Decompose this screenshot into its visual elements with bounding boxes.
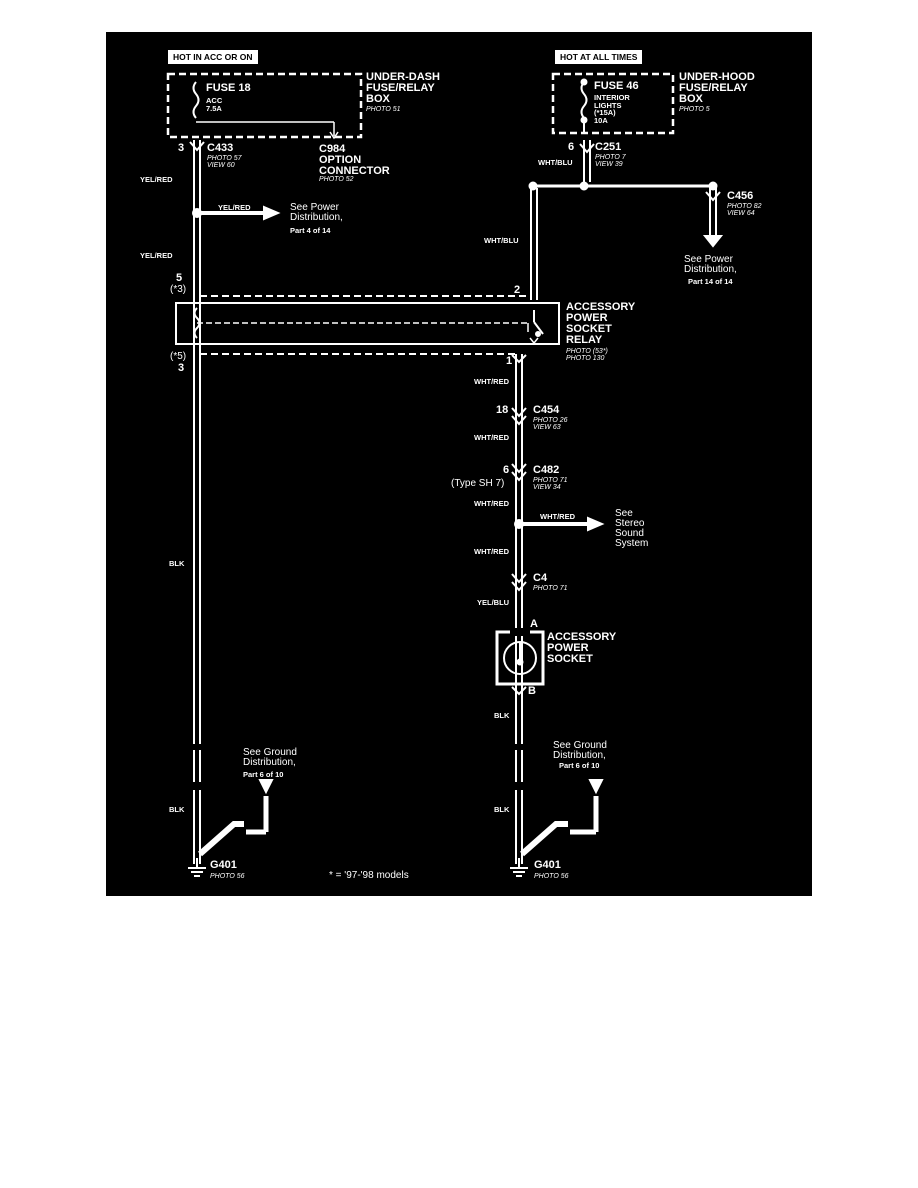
- under-dash-box-photo: PHOTO 51: [366, 106, 401, 113]
- c456-refs: PHOTO 82 VIEW 64: [727, 203, 762, 217]
- c454-label: C454: [533, 404, 560, 416]
- c4-photo: PHOTO 71: [533, 585, 568, 592]
- wire-wht-red-c: WHT/RED: [474, 499, 509, 508]
- relay-photo: PHOTO (53*) PHOTO 130: [566, 348, 608, 362]
- see-ground-right-part: Part 6 of 10: [559, 761, 600, 770]
- under-dash-box: [166, 72, 363, 139]
- wire-wht-blu-top: WHT/BLU: [538, 158, 573, 167]
- relay-pin-5-note: (*3): [170, 284, 187, 295]
- wire-blk-left-1: BLK: [169, 559, 185, 568]
- wire-yel-blu: YEL/BLU: [477, 598, 510, 607]
- right-ground-symbol: [510, 858, 528, 877]
- fuse-46-rating: INTERIOR LIGHTS (*15A) 10A: [594, 93, 630, 125]
- under-hood-box-photo: PHOTO 5: [679, 106, 710, 113]
- g401-right-photo: PHOTO 56: [534, 873, 569, 880]
- under-hood-box: [551, 72, 675, 135]
- c433-refs: PHOTO 57 VIEW 60: [207, 155, 242, 169]
- hot-in-acc-tag: HOT IN ACC OR ON: [168, 50, 258, 64]
- fuse-18-rating: ACC 7.5A: [206, 96, 223, 113]
- c454-connector: [511, 407, 527, 418]
- c454-pin: 18: [496, 404, 509, 416]
- c482-label: C482: [533, 464, 560, 476]
- relay-pin-2: 2: [514, 284, 521, 296]
- wire-yel-red-2: YEL/RED: [140, 251, 173, 260]
- fuse-18-symbol: [192, 81, 200, 119]
- relay-pin-3: 3: [178, 362, 185, 374]
- c456-connector: [705, 191, 721, 202]
- c456-label: C456: [727, 190, 754, 202]
- c482-pin: 6: [503, 464, 510, 476]
- relay-pin-3-note: (*5): [170, 351, 187, 362]
- g401-right-label: G401: [534, 859, 561, 871]
- fuse-18-label: FUSE 18: [206, 82, 251, 94]
- relay-pin-5: 5: [176, 272, 183, 284]
- wire-wht-red-stereo: WHT/RED: [540, 512, 575, 521]
- c454-refs: PHOTO 26 VIEW 63: [533, 417, 568, 431]
- wire-wht-blu-relay: WHT/BLU: [484, 236, 519, 245]
- see-ground-left-part: Part 6 of 10: [243, 770, 284, 779]
- c251-refs: PHOTO 7 VIEW 39: [595, 154, 626, 168]
- wiring-lines: [166, 72, 724, 877]
- c251-label: C251: [595, 141, 622, 153]
- under-dash-box-title: UNDER-DASH FUSE/RELAY BOX: [366, 71, 440, 105]
- c984-label: C984 OPTION CONNECTOR: [319, 143, 390, 177]
- wire-blk-right-1: BLK: [494, 711, 510, 720]
- c433-pin: 3: [178, 142, 185, 154]
- c4-connector: [511, 573, 527, 584]
- relay-title: ACCESSORY POWER SOCKET RELAY: [566, 301, 636, 346]
- relay-pin-1: 1: [506, 355, 513, 367]
- c251-pin: 6: [568, 141, 575, 153]
- c433-connector: [189, 141, 205, 152]
- wire-wht-red-b: WHT/RED: [474, 433, 509, 442]
- socket-pin-a: A: [530, 618, 538, 630]
- wire-yel-red-1: YEL/RED: [140, 175, 173, 184]
- see-power-right: See Power Distribution,: [684, 254, 737, 275]
- relay-box: [175, 302, 560, 345]
- c482-connector: [511, 463, 527, 474]
- hot-at-all-times-tag: HOT AT ALL TIMES: [555, 50, 643, 64]
- wiring-diagram: HOT IN ACC OR ON HOT AT ALL TIMES UNDER-…: [106, 32, 812, 896]
- c482-refs: PHOTO 71 VIEW 34: [533, 477, 568, 491]
- see-power-left-part: Part 4 of 14: [290, 226, 331, 235]
- wire-wht-red-d: WHT/RED: [474, 547, 509, 556]
- wire-wht-red-a: WHT/RED: [474, 377, 509, 386]
- c984-photo: PHOTO 52: [319, 176, 354, 183]
- fuse-46-label: FUSE 46: [594, 80, 639, 92]
- footnote: * = '97-'98 models: [329, 870, 409, 881]
- g401-left-label: G401: [210, 859, 237, 871]
- g401-left-photo: PHOTO 56: [210, 873, 245, 880]
- see-power-right-part: Part 14 of 14: [688, 277, 733, 286]
- see-stereo: See Stereo Sound System: [615, 508, 649, 549]
- under-hood-box-title: UNDER-HOOD FUSE/RELAY BOX: [679, 71, 755, 105]
- c482-pin-note: (Type SH 7): [451, 478, 505, 489]
- see-power-left: See Power Distribution,: [290, 202, 343, 223]
- wire-blk-left-2: BLK: [169, 805, 185, 814]
- c251-connector: [579, 143, 595, 154]
- c433-label: C433: [207, 142, 234, 154]
- wire-yel-red-arrow: YEL/RED: [218, 203, 251, 212]
- see-ground-left: See Ground Distribution,: [243, 747, 297, 768]
- socket-pin-b: B: [528, 685, 536, 697]
- see-ground-right: See Ground Distribution,: [553, 740, 607, 761]
- c4-label: C4: [533, 572, 548, 584]
- fuse-46-symbol: [580, 81, 588, 119]
- left-ground-symbol: [188, 858, 206, 877]
- wire-blk-right-2: BLK: [494, 805, 510, 814]
- socket-title: ACCESSORY POWER SOCKET: [547, 631, 617, 665]
